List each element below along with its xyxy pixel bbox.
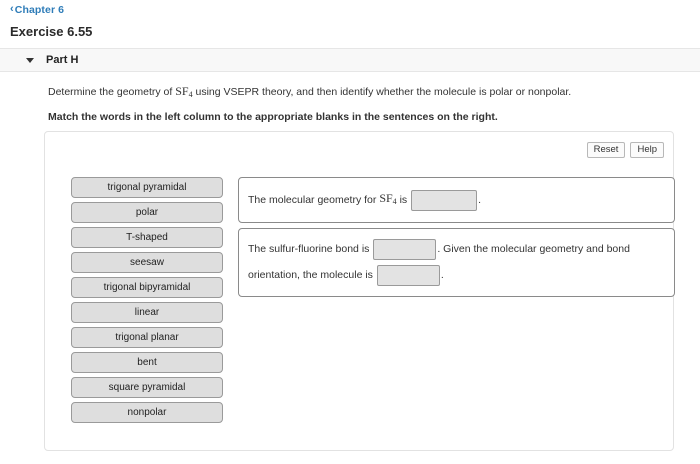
- help-button[interactable]: Help: [630, 142, 664, 158]
- sentence-molecular-geometry: The molecular geometry for SF4 is .: [238, 177, 675, 223]
- formula-subscript: 4: [188, 90, 193, 99]
- formula-base: SF: [379, 191, 393, 205]
- part-label: Part H: [46, 54, 79, 66]
- word-bank-item[interactable]: seesaw: [71, 252, 223, 273]
- sentence-1-text-2: is: [396, 194, 408, 206]
- prompt-question: Determine the geometry of SF4 using VSEP…: [48, 84, 700, 100]
- prompt-block: Determine the geometry of SF4 using VSEP…: [0, 72, 700, 124]
- chevron-down-icon: [26, 57, 34, 63]
- word-bank: trigonal pyramidal polar T-shaped seesaw…: [71, 177, 223, 423]
- sentence-2-text-3: molecule is: [320, 269, 373, 282]
- chevron-left-icon: ‹: [10, 3, 14, 15]
- formula-sf4: SF4: [175, 84, 193, 99]
- formula-sf4: SF4: [379, 191, 397, 206]
- drop-blank-molecular-geometry[interactable]: [411, 189, 478, 211]
- prompt-text-after: using VSEPR theory, and then identify wh…: [192, 86, 572, 98]
- sentence-list: The molecular geometry for SF4 is . The …: [238, 177, 675, 298]
- prompt-instruction: Match the words in the left column to th…: [48, 111, 498, 123]
- page-title: Exercise 6.55: [10, 24, 93, 39]
- sentence-2-text-2: . Given the molecular geometry and bond …: [248, 243, 630, 282]
- word-bank-item[interactable]: trigonal pyramidal: [71, 177, 223, 198]
- formula-subscript: 4: [392, 197, 397, 206]
- sentence-1-text-1: The molecular geometry for: [248, 194, 380, 206]
- activity-toolbar: Reset Help: [586, 142, 664, 158]
- part-h-header[interactable]: Part H: [0, 48, 700, 72]
- breadcrumb-chapter-link[interactable]: ‹ Chapter 6: [0, 0, 65, 17]
- sentence-bond-polarity: The sulfur-fluorine bond is . Given the …: [238, 228, 675, 298]
- sentence-2-text-1: The sulfur-fluorine bond is: [248, 243, 370, 256]
- reset-button[interactable]: Reset: [586, 142, 626, 158]
- word-bank-item[interactable]: trigonal planar: [71, 327, 223, 348]
- drop-blank-molecule-polarity[interactable]: [376, 264, 440, 286]
- sentence-1-text-3: .: [478, 194, 482, 206]
- breadcrumb-label: Chapter 6: [14, 4, 65, 16]
- word-bank-item[interactable]: nonpolar: [71, 402, 223, 423]
- formula-base: SF: [175, 84, 189, 98]
- sentence-2-text-4: .: [440, 269, 444, 282]
- word-bank-item[interactable]: polar: [71, 202, 223, 223]
- prompt-text-before: Determine the geometry of: [48, 86, 176, 98]
- drop-blank-bond-polarity[interactable]: [373, 238, 437, 260]
- word-bank-item[interactable]: T-shaped: [71, 227, 223, 248]
- word-bank-item[interactable]: bent: [71, 352, 223, 373]
- word-bank-item[interactable]: square pyramidal: [71, 377, 223, 398]
- matching-activity-panel: Reset Help trigonal pyramidal polar T-sh…: [44, 131, 675, 451]
- word-bank-item[interactable]: trigonal bipyramidal: [71, 277, 223, 298]
- word-bank-item[interactable]: linear: [71, 302, 223, 323]
